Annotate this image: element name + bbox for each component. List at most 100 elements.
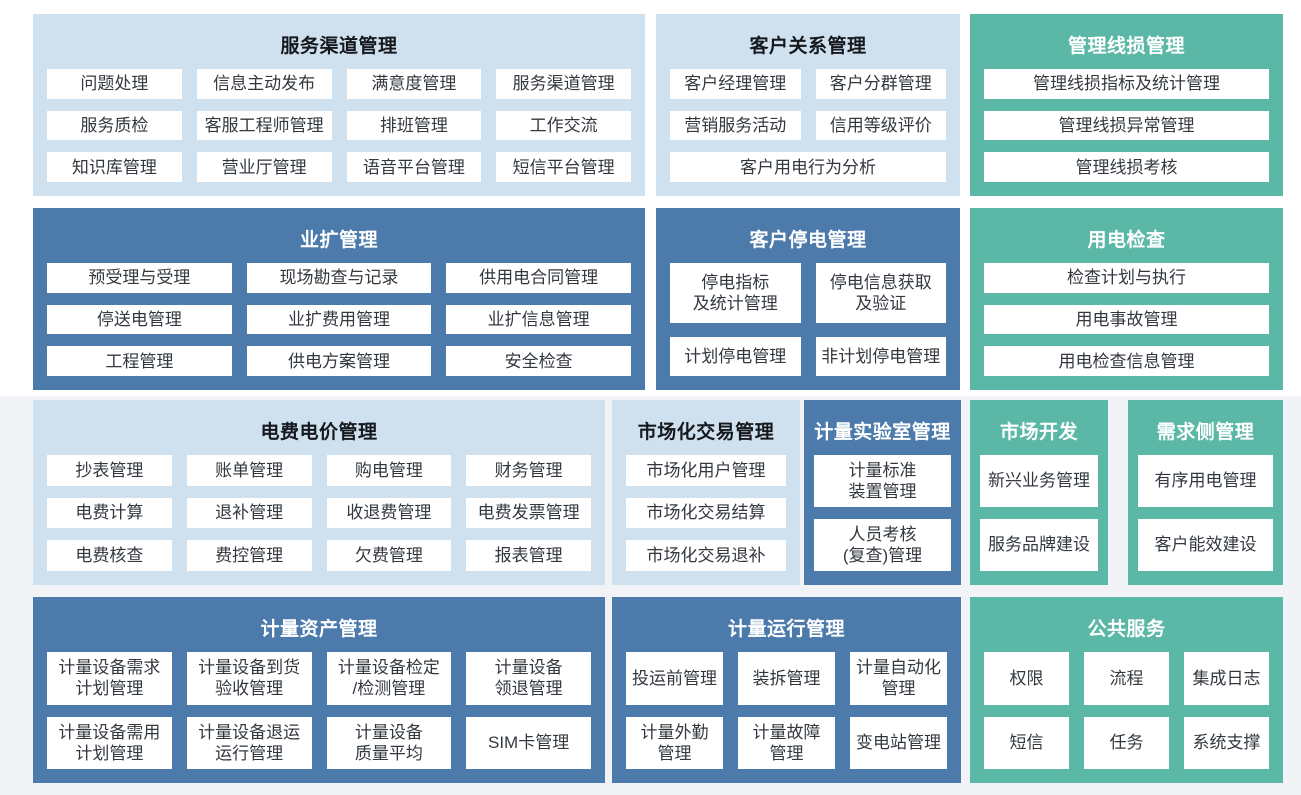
module-chip: 营销服务活动: [670, 110, 801, 141]
module-chip: 预受理与受理: [47, 263, 232, 293]
module-chip: 工作交流: [496, 110, 631, 141]
module-grid: 有序用电管理客户能效建设: [1138, 455, 1273, 571]
module-grid: 权限流程集成日志短信任务系统支撑: [984, 652, 1269, 769]
module-chip: 计量设备 领退管理: [466, 652, 591, 705]
panel-title: 业扩管理: [299, 230, 378, 251]
module-chip: 人员考核 (复查)管理: [814, 519, 951, 571]
panel-public-services: 公共服务权限流程集成日志短信任务系统支撑: [970, 597, 1283, 783]
panel-title: 客户关系管理: [749, 36, 867, 57]
module-chip: 计量标准 装置管理: [814, 455, 951, 507]
module-chip: 信息主动发布: [196, 69, 332, 99]
module-grid: 计量设备需求 计划管理计量设备到货 验收管理计量设备检定 /检测管理计量设备 领…: [47, 652, 591, 769]
module-chip: 信用等级评价: [815, 110, 946, 141]
panel-business-expansion-mgmt: 业扩管理预受理与受理现场勘查与记录供用电合同管理停送电管理业扩费用管理业扩信息管…: [33, 208, 645, 390]
panel-title: 计量实验室管理: [814, 422, 951, 443]
module-chip: 电费发票管理: [466, 497, 591, 529]
module-chip: 账单管理: [186, 455, 312, 486]
panel-metering-operation-mgmt: 计量运行管理投运前管理装拆管理计量自动化 管理计量外勤 管理计量故障 管理变电站…: [612, 597, 961, 783]
module-chip: 现场勘查与记录: [246, 263, 432, 293]
module-chip: 欠费管理: [326, 540, 452, 571]
panel-title: 计量资产管理: [260, 619, 378, 640]
panel-title: 管理线损管理: [1067, 36, 1185, 57]
module-grid: 新兴业务管理服务品牌建设: [980, 455, 1098, 571]
panel-title: 服务渠道管理: [280, 36, 398, 57]
module-chip: 知识库管理: [47, 152, 182, 182]
panel-power-usage-inspection: 用电检查检查计划与执行用电事故管理用电检查信息管理: [970, 208, 1283, 390]
module-grid: 管理线损指标及统计管理管理线损异常管理管理线损考核: [984, 69, 1269, 182]
module-chip: 管理线损异常管理: [984, 110, 1269, 141]
module-chip: 语音平台管理: [346, 152, 482, 182]
module-chip: 电费计算: [47, 497, 172, 529]
module-chip: 营业厅管理: [196, 152, 332, 182]
module-chip: 权限: [984, 652, 1069, 705]
module-grid: 停电指标 及统计管理停电信息获取 及验证计划停电管理非计划停电管理: [670, 263, 946, 376]
module-chip: 退补管理: [186, 497, 312, 529]
panel-title: 计量运行管理: [727, 619, 845, 640]
module-grid: 市场化用户管理市场化交易结算市场化交易退补: [626, 455, 786, 571]
module-chip: 市场化用户管理: [626, 455, 786, 486]
module-chip: 报表管理: [466, 540, 591, 571]
module-chip: 计量外勤 管理: [626, 716, 723, 769]
module-chip: 计量故障 管理: [738, 716, 835, 769]
module-chip: 变电站管理: [850, 716, 947, 769]
module-chip: 客户用电行为分析: [670, 152, 946, 182]
module-chip: 费控管理: [186, 540, 312, 571]
module-chip: 计量设备 质量平均: [326, 716, 452, 769]
module-grid: 预受理与受理现场勘查与记录供用电合同管理停送电管理业扩费用管理业扩信息管理工程管…: [47, 263, 631, 376]
module-chip: 计量设备到货 验收管理: [186, 652, 312, 705]
panel-tariff-billing-mgmt: 电费电价管理抄表管理账单管理购电管理财务管理电费计算退补管理收退费管理电费发票管…: [33, 400, 605, 585]
module-chip: 市场化交易结算: [626, 497, 786, 529]
module-chip: 电费核查: [47, 540, 172, 571]
module-chip: 任务: [1084, 716, 1169, 769]
module-chip: 有序用电管理: [1138, 455, 1273, 507]
panel-market-development: 市场开发新兴业务管理服务品牌建设: [970, 400, 1108, 585]
panel-demand-side-mgmt: 需求侧管理有序用电管理客户能效建设: [1128, 400, 1283, 585]
module-chip: 停电指标 及统计管理: [670, 263, 801, 324]
module-chip: 非计划停电管理: [815, 337, 946, 376]
module-chip: 短信: [984, 716, 1069, 769]
module-chip: 新兴业务管理: [980, 455, 1098, 507]
module-chip: 计量自动化 管理: [850, 652, 947, 705]
module-chip: SIM卡管理: [466, 716, 591, 769]
module-chip: 安全检查: [446, 346, 631, 376]
panel-title: 用电检查: [1087, 230, 1166, 251]
module-chip: 计量设备退运 运行管理: [186, 716, 312, 769]
module-chip: 客户能效建设: [1138, 519, 1273, 571]
module-grid: 计量标准 装置管理人员考核 (复查)管理: [814, 455, 951, 571]
module-chip: 排班管理: [346, 110, 482, 141]
module-chip: 市场化交易退补: [626, 540, 786, 571]
module-chip: 客户分群管理: [815, 69, 946, 99]
panel-title: 客户停电管理: [749, 230, 867, 251]
module-chip: 计量设备检定 /检测管理: [326, 652, 452, 705]
module-grid: 客户经理管理客户分群管理营销服务活动信用等级评价客户用电行为分析: [670, 69, 946, 182]
module-chip: 问题处理: [47, 69, 182, 99]
module-chip: 计量设备需用 计划管理: [47, 716, 172, 769]
module-chip: 停电信息获取 及验证: [815, 263, 946, 324]
module-chip: 抄表管理: [47, 455, 172, 486]
panel-title: 公共服务: [1087, 619, 1166, 640]
panel-title: 市场开发: [999, 422, 1078, 443]
module-chip: 停送电管理: [47, 304, 232, 335]
module-chip: 服务渠道管理: [496, 69, 631, 99]
panel-customer-outage-mgmt: 客户停电管理停电指标 及统计管理停电信息获取 及验证计划停电管理非计划停电管理: [656, 208, 960, 390]
module-chip: 管理线损指标及统计管理: [984, 69, 1269, 99]
module-chip: 业扩信息管理: [446, 304, 631, 335]
module-chip: 服务质检: [47, 110, 182, 141]
module-chip: 工程管理: [47, 346, 232, 376]
module-grid: 检查计划与执行用电事故管理用电检查信息管理: [984, 263, 1269, 376]
module-grid: 抄表管理账单管理购电管理财务管理电费计算退补管理收退费管理电费发票管理电费核查费…: [47, 455, 591, 571]
module-chip: 短信平台管理: [496, 152, 631, 182]
panel-title: 电费电价管理: [260, 422, 378, 443]
module-grid: 投运前管理装拆管理计量自动化 管理计量外勤 管理计量故障 管理变电站管理: [626, 652, 947, 769]
module-chip: 检查计划与执行: [984, 263, 1269, 293]
panel-service-channel-mgmt: 服务渠道管理问题处理信息主动发布满意度管理服务渠道管理服务质检客服工程师管理排班…: [33, 14, 645, 196]
panel-metering-asset-mgmt: 计量资产管理计量设备需求 计划管理计量设备到货 验收管理计量设备检定 /检测管理…: [33, 597, 605, 783]
panel-title: 市场化交易管理: [637, 422, 775, 443]
module-chip: 供电方案管理: [246, 346, 432, 376]
module-chip: 计量设备需求 计划管理: [47, 652, 172, 705]
module-chip: 流程: [1084, 652, 1169, 705]
module-chip: 集成日志: [1184, 652, 1269, 705]
module-chip: 购电管理: [326, 455, 452, 486]
panel-market-trading-mgmt: 市场化交易管理市场化用户管理市场化交易结算市场化交易退补: [612, 400, 800, 585]
